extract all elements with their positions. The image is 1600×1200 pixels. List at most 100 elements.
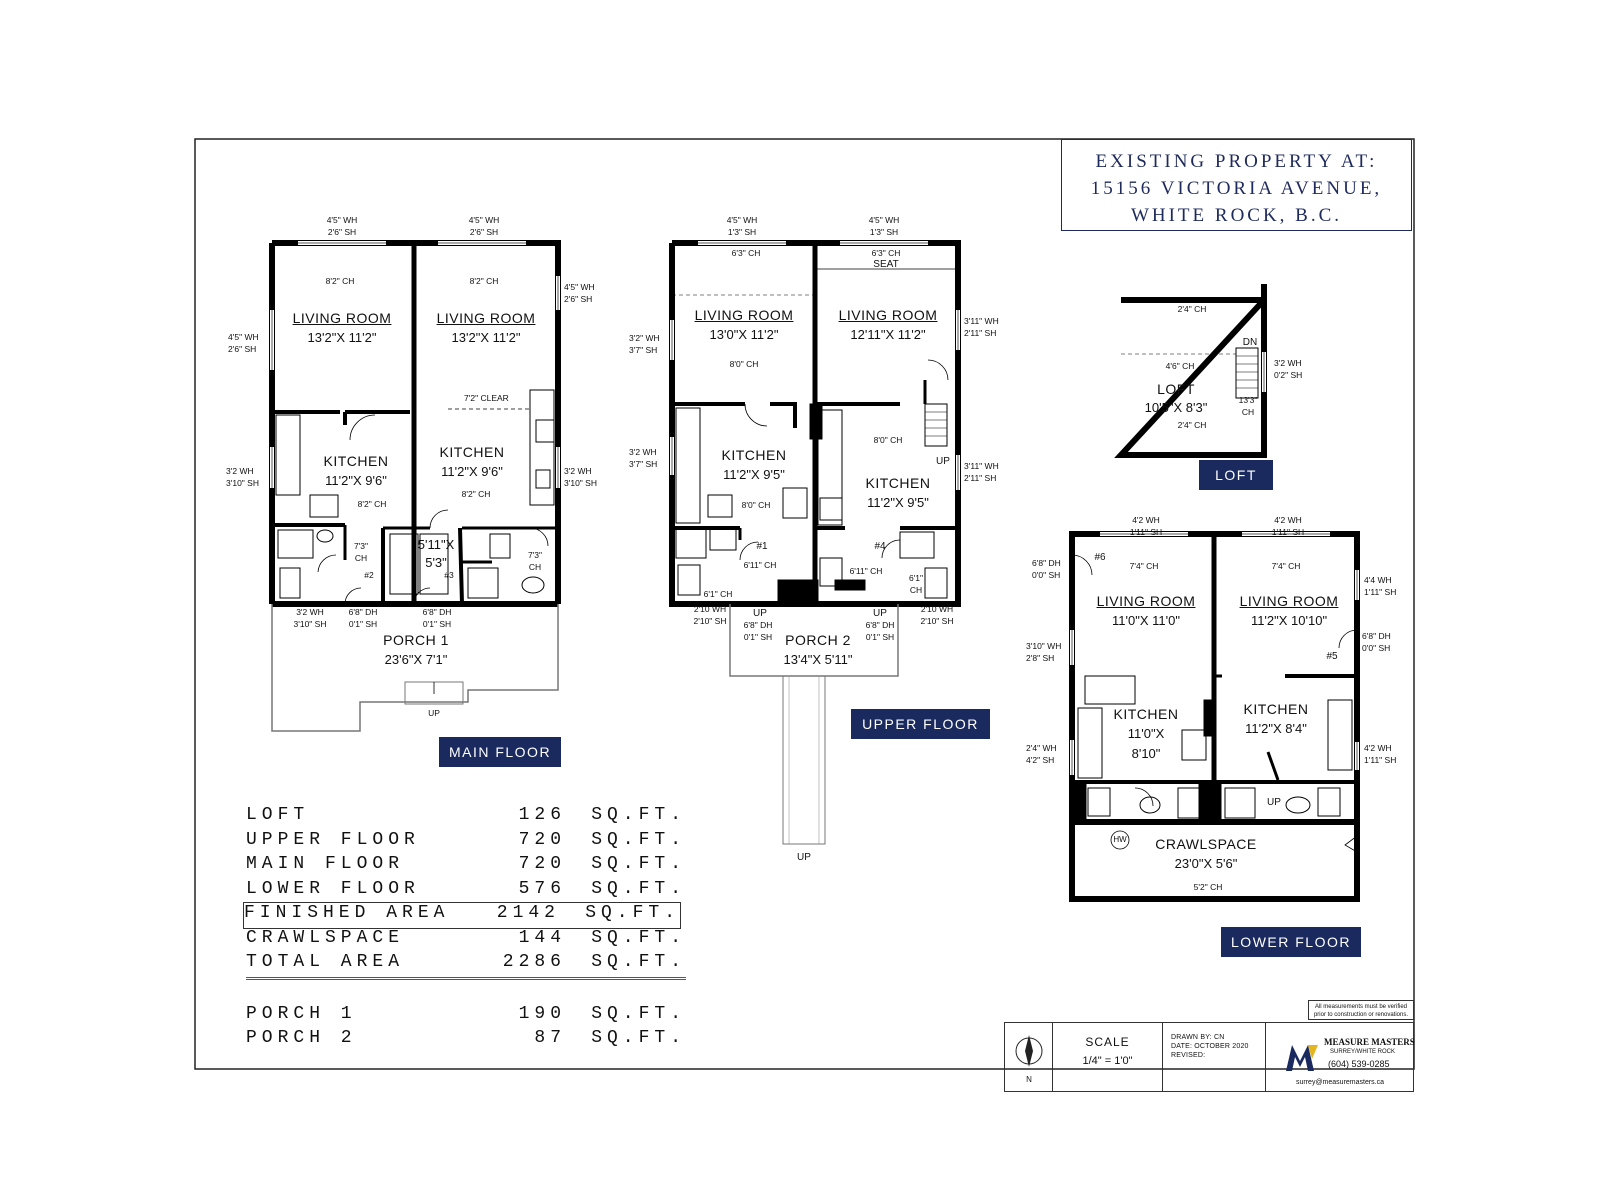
room-size: 13'2"X 11'2" <box>307 330 377 345</box>
window-label: 4'5" WH <box>868 215 900 225</box>
room-size: 11'0"X <box>1127 726 1165 741</box>
window-label: 1'11" SH <box>1129 527 1163 537</box>
door-number: #6 <box>1094 552 1106 563</box>
door-label: 6'8" DH <box>422 607 452 617</box>
window-label: 2'10 WH <box>693 604 727 614</box>
ceiling-height-label: CH <box>354 553 368 563</box>
window-label: 4'2 WH <box>1364 743 1392 753</box>
room-size: 11'2"X 8'4" <box>1245 721 1307 736</box>
stair-up-label: UP <box>936 456 950 467</box>
main-floor-plan <box>269 240 561 732</box>
window-label: 1'11" SH <box>1271 527 1305 537</box>
ceiling-height-label: 4'6" CH <box>1165 361 1195 371</box>
ceiling-height-label: 8'0" CH <box>729 359 759 369</box>
window-label: 4'2 WH <box>1132 515 1160 525</box>
company-location: SURREY/WHITE ROCK <box>1330 1049 1396 1055</box>
room-name: KITCHEN <box>323 453 389 469</box>
drawn-by: DRAWN BY: CN <box>1171 1034 1225 1041</box>
room-size: 11'2"X 9'5" <box>867 495 929 510</box>
room-name: LIVING ROOM <box>1239 593 1339 609</box>
ceiling-height-label: 8'0" CH <box>741 500 771 510</box>
window-label: 2'6" SH <box>564 294 593 304</box>
room-name: LIVING ROOM <box>436 310 536 326</box>
stair-up-label: UP <box>873 608 887 619</box>
company-phone: (604) 539-0285 <box>1328 1059 1390 1069</box>
window-label: 3'10" SH <box>564 478 597 488</box>
room-size: 23'0"X 5'6" <box>1174 856 1238 871</box>
ceiling-height-label: CH <box>909 585 923 595</box>
north-label: N <box>1026 1075 1032 1084</box>
window-label: 1'3" SH <box>727 227 757 237</box>
company-cell: MEASURE MASTERS SURREY/WHITE ROCK (604) … <box>1266 1023 1415 1091</box>
ceiling-height-label: 13'3" <box>1238 395 1258 405</box>
window-label: 3'10" WH <box>1026 641 1062 651</box>
room-name: KITCHEN <box>865 475 931 491</box>
scale-cell: SCALE 1/4" = 1'0" <box>1053 1023 1163 1091</box>
stair-up-label: UP <box>753 608 767 619</box>
door-label: 6'8" DH <box>348 607 378 617</box>
room-size: 10'5"X 8'3" <box>1144 400 1208 415</box>
room-size: 11'2"X 9'5" <box>723 467 785 482</box>
ceiling-height-label: 8'2" CH <box>461 489 491 499</box>
window-label: 3'2 WH <box>226 466 254 476</box>
door-label: 0'1" SH <box>422 619 452 629</box>
main-floor-badge: MAIN FLOOR <box>439 737 561 767</box>
window-label: 2'10" SH <box>693 616 727 626</box>
room-name: KITCHEN <box>439 444 505 460</box>
window-label: 3'2 WH <box>296 607 324 617</box>
window-label: 4'2 WH <box>1274 515 1302 525</box>
property-title-box: EXISTING PROPERTY AT: 15156 VICTORIA AVE… <box>1061 139 1412 231</box>
ceiling-height-label: 6'3" CH <box>731 248 761 258</box>
water-heater-label: HW <box>1113 835 1127 844</box>
window-label: 2'4" WH <box>1026 743 1057 753</box>
north-arrow-icon <box>1015 1035 1043 1067</box>
ceiling-height-label: 8'2" CH <box>469 276 499 286</box>
window-label: 2'6" SH <box>327 227 357 237</box>
upper-floor-plan <box>669 240 961 845</box>
window-label: 4'5" WH <box>726 215 758 225</box>
revised-label: REVISED: <box>1171 1052 1206 1059</box>
stair-up-label: UP <box>797 852 811 863</box>
room-size: 8'10" <box>1131 746 1161 761</box>
room-name: LIVING ROOM <box>838 307 938 323</box>
room-size: 11'2"X 9'6" <box>441 464 503 479</box>
ceiling-height-label: 7'3" <box>527 550 543 560</box>
ceiling-height-label: 5'2" CH <box>1193 882 1223 892</box>
door-label: 0'1" SH <box>743 632 773 642</box>
window-label: 2'10 WH <box>920 604 954 614</box>
title-block: N SCALE 1/4" = 1'0" DRAWN BY: CN DATE: O… <box>1004 1022 1415 1092</box>
room-size: 13'2"X 11'2" <box>451 330 521 345</box>
window-label: 3'2" WH <box>629 333 660 343</box>
window-label: 2'8" SH <box>1026 653 1055 663</box>
ceiling-height-label: 6'11" CH <box>743 560 777 570</box>
window-label: 3'11" WH <box>964 316 999 326</box>
room-size: 11'2"X 10'10" <box>1250 613 1328 628</box>
lower-floor-plan <box>1069 531 1360 902</box>
door-number: #3 <box>444 570 454 580</box>
room-size: 11'0"X 11'0" <box>1112 613 1180 628</box>
window-label: 4'5" WH <box>228 332 259 342</box>
loft-plan <box>1114 284 1267 458</box>
upper-floor-badge: UPPER FLOOR <box>851 709 990 739</box>
window-label: 3'7" SH <box>629 345 658 355</box>
ceiling-height-label: CH <box>1241 407 1255 417</box>
window-label: 1'11" SH <box>1364 587 1397 597</box>
ceiling-height-label: 2'4" CH <box>1177 420 1207 430</box>
door-label: 0'1" SH <box>865 632 895 642</box>
ceiling-height-label: 6'11" CH <box>849 566 883 576</box>
window-label: 0'2" SH <box>1274 370 1303 380</box>
measure-masters-logo-icon <box>1286 1045 1318 1071</box>
door-label: 0'0" SH <box>1032 570 1061 580</box>
company-name: MEASURE MASTERS <box>1324 1037 1415 1047</box>
seat-label: SEAT <box>873 259 899 270</box>
ceiling-height-label: 8'2" CH <box>357 499 387 509</box>
room-name: PORCH 1 <box>383 632 449 648</box>
